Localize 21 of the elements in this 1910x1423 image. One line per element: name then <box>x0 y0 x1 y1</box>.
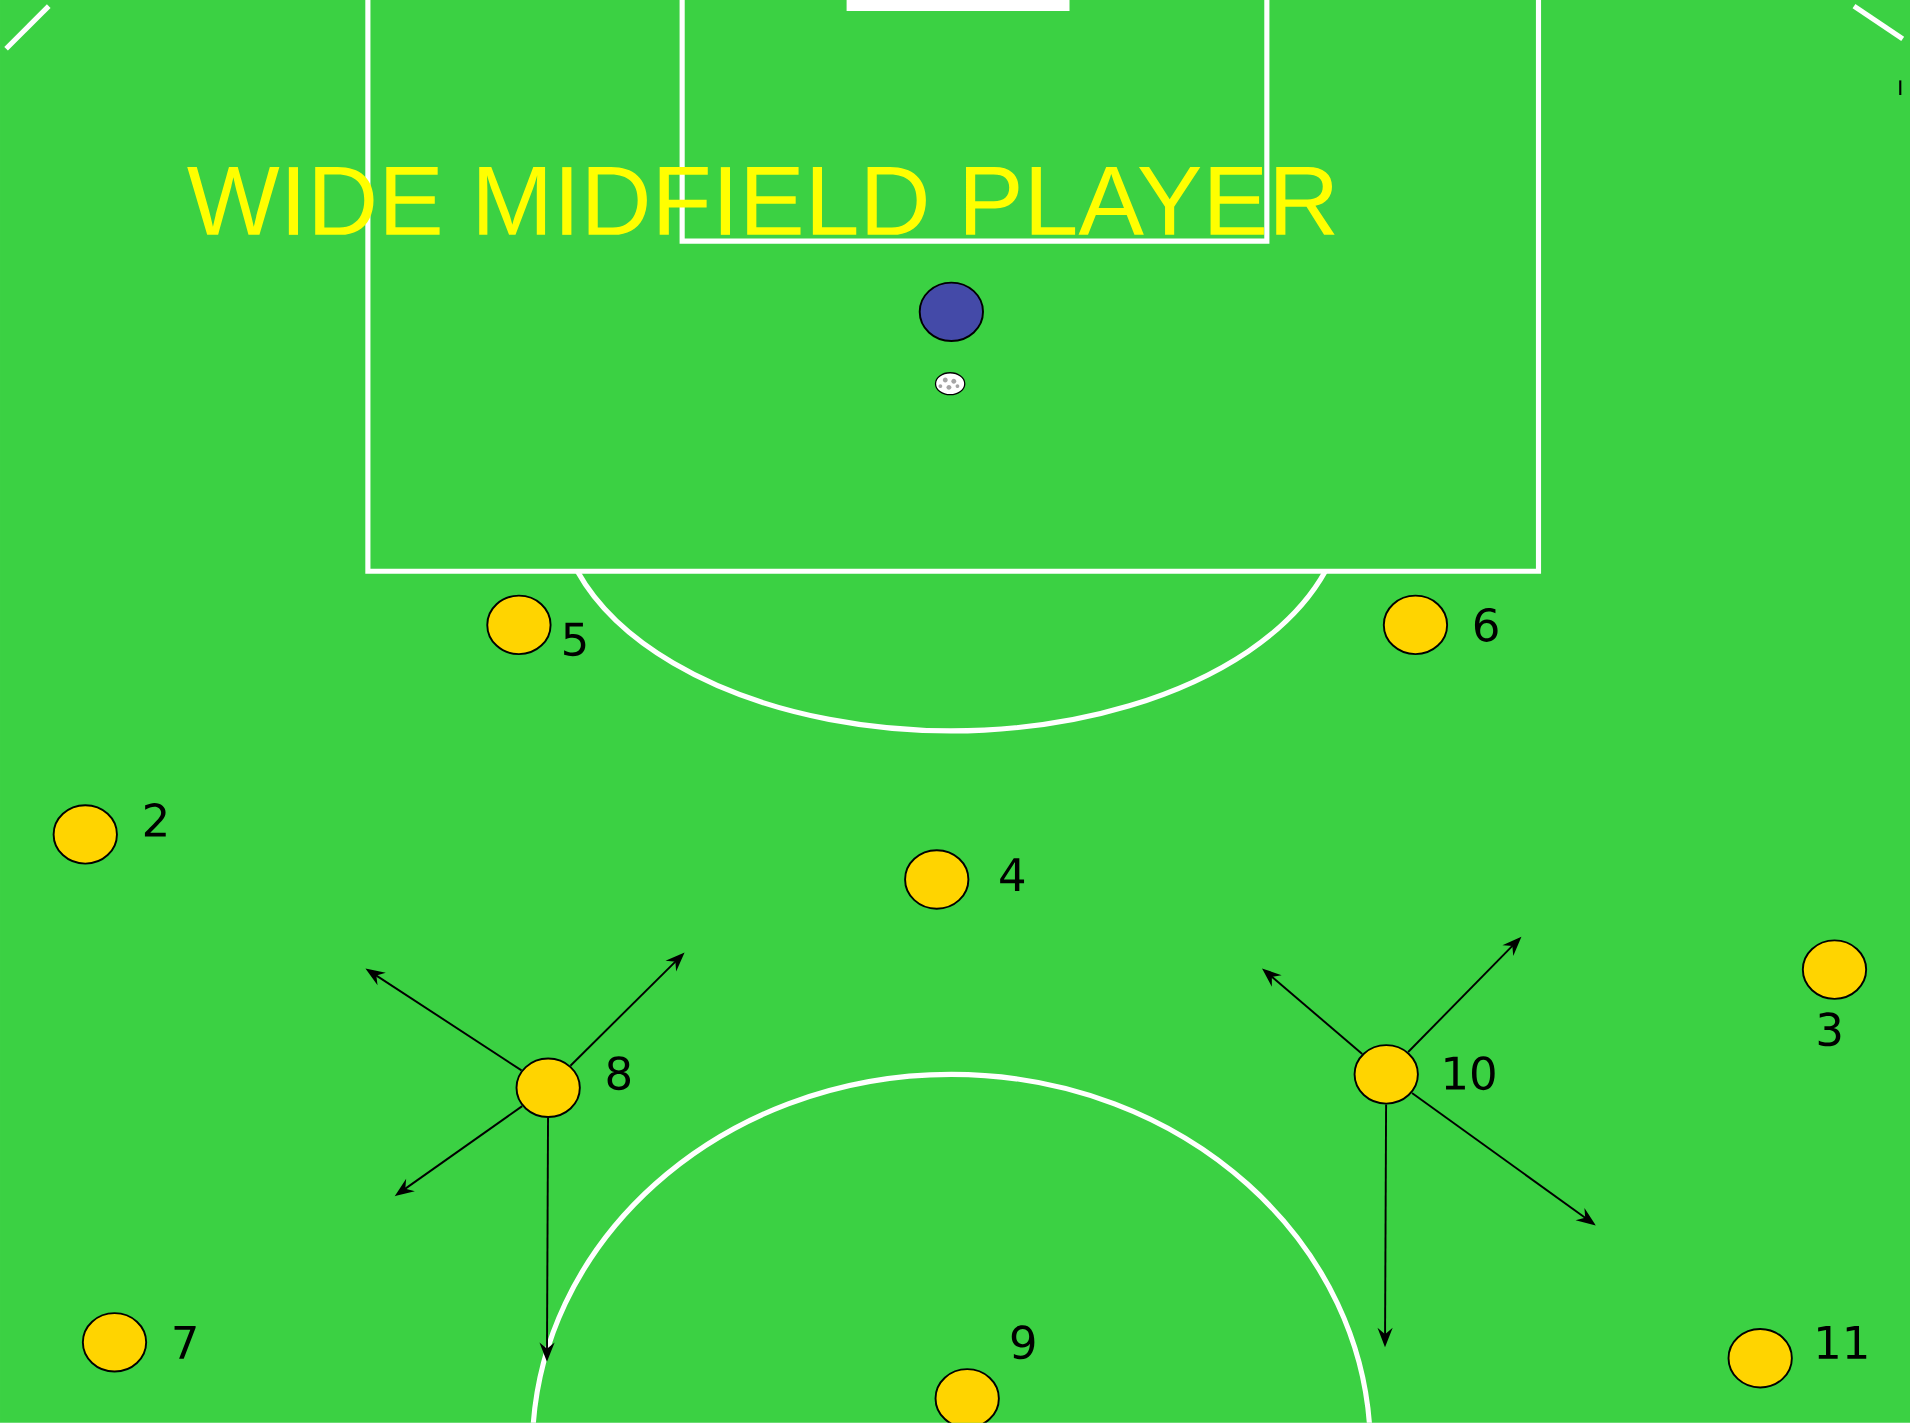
player-marker <box>52 804 118 865</box>
player-number: 10 <box>1445 1056 1495 1091</box>
player-marker <box>1353 1044 1419 1105</box>
player-number: 3 <box>1818 1012 1841 1047</box>
player-number: 11 <box>1818 1326 1867 1359</box>
player-number: 5 <box>564 622 586 657</box>
player-number: 6 <box>1474 608 1498 642</box>
player-marker <box>904 849 970 910</box>
player-marker <box>486 594 552 656</box>
player-number: 9 <box>1011 1325 1035 1360</box>
player-marker <box>934 1368 1000 1423</box>
player-marker <box>515 1057 581 1119</box>
goalkeeper-marker <box>918 281 984 343</box>
player-number: 7 <box>174 1326 196 1359</box>
player-number: 8 <box>607 1056 630 1091</box>
player-marker <box>1801 939 1868 1000</box>
player-marker <box>81 1312 148 1373</box>
player-number: 2 <box>144 803 166 837</box>
player-marker <box>1382 594 1449 656</box>
player-number: 4 <box>1000 858 1025 892</box>
player-marker <box>1727 1328 1793 1389</box>
